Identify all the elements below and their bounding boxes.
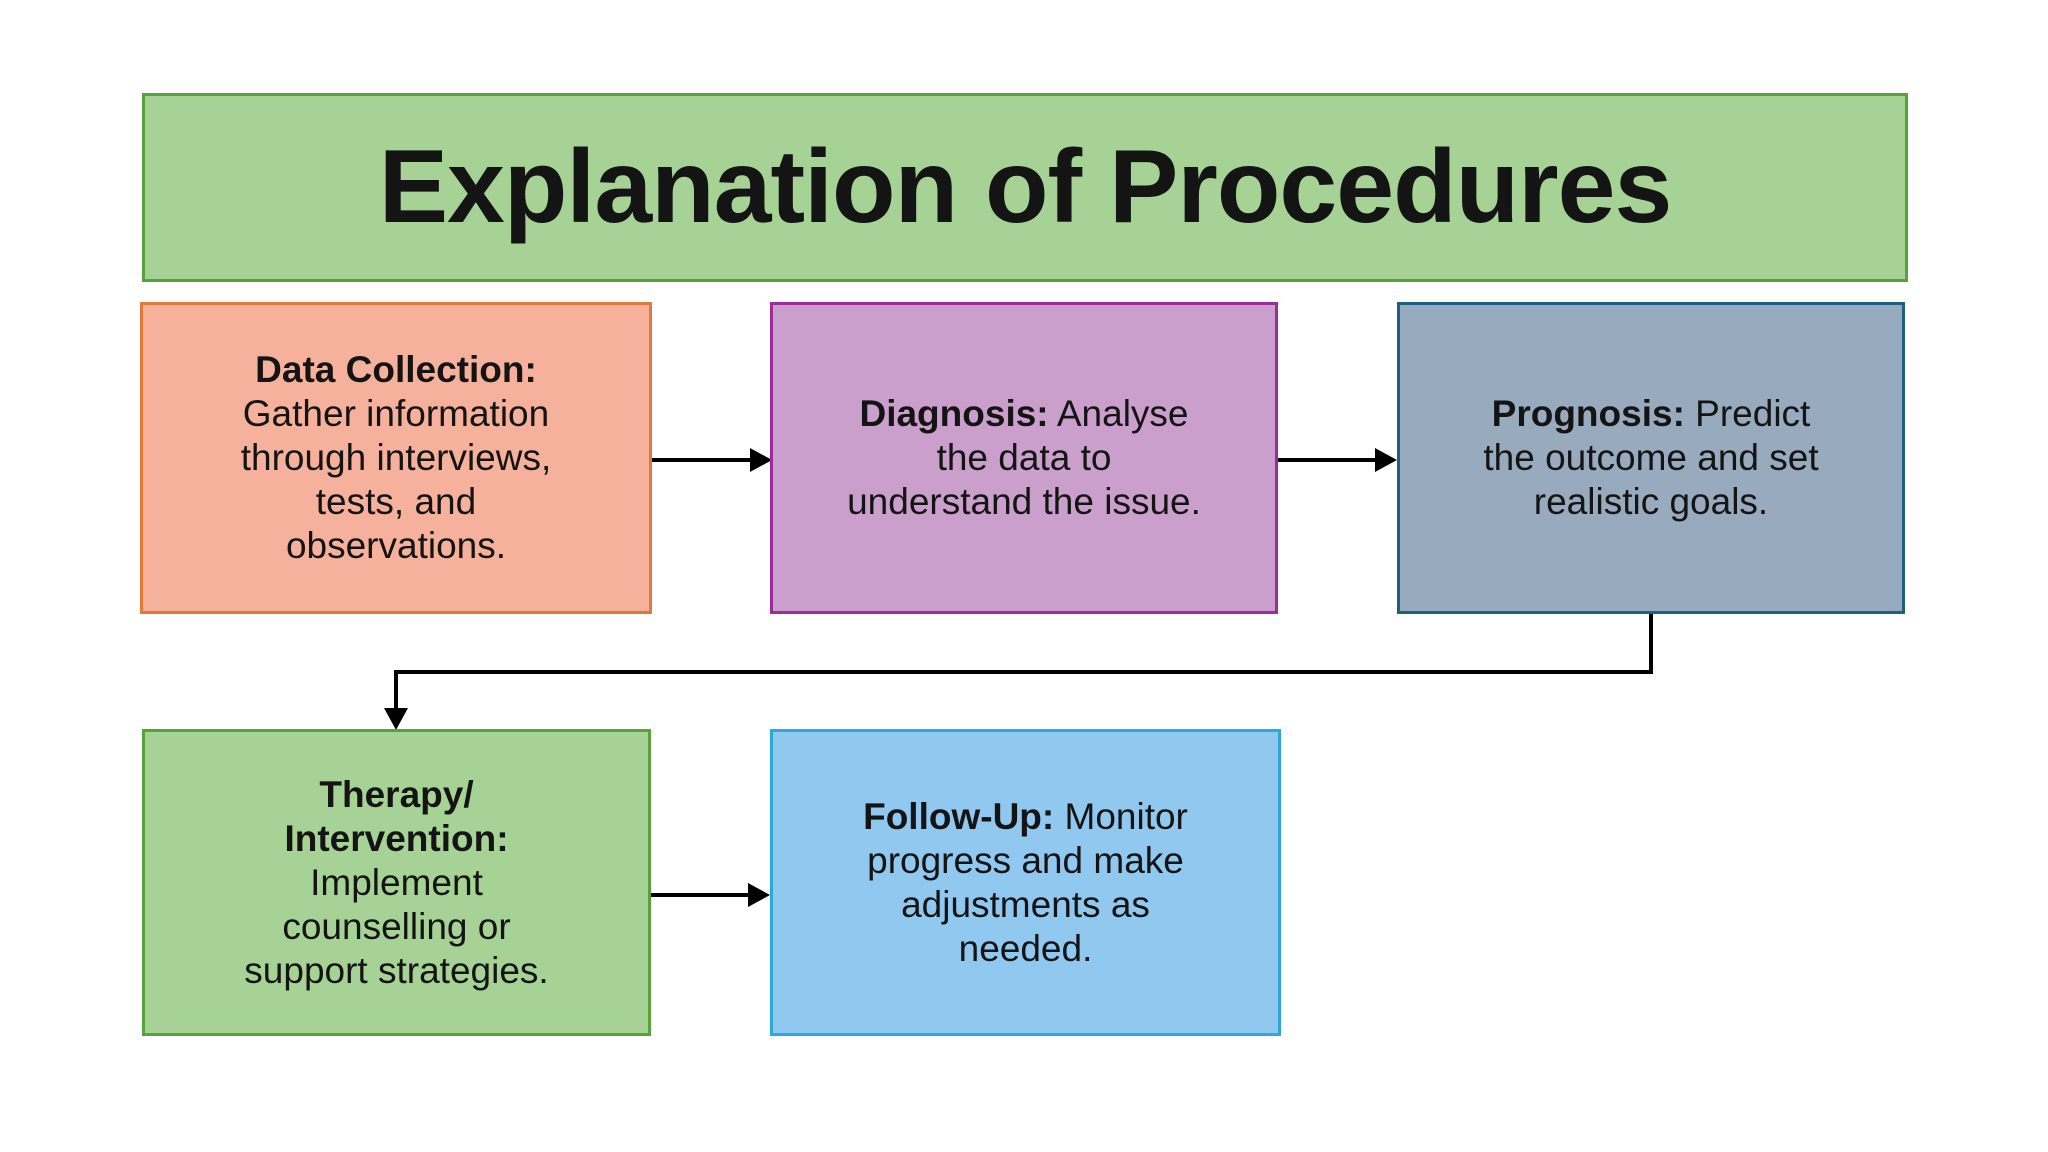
- box-text-line: understand the issue.: [847, 481, 1201, 522]
- box-text-line: Follow-Up: Monitor: [863, 795, 1188, 837]
- box-text-line: Gather information: [242, 393, 550, 434]
- box-text-line: Intervention:: [284, 817, 509, 859]
- box-text-line: Data Collection:: [255, 349, 537, 390]
- box-text-line: realistic goals.: [1533, 481, 1769, 522]
- box-text-line: progress and make: [867, 839, 1184, 881]
- box-text-line: adjustments as: [901, 883, 1150, 925]
- arrow-prognosis-to-therapy: [384, 614, 1653, 730]
- box-text-line: Diagnosis: Analyse: [859, 393, 1189, 434]
- arrow-therapy-to-followup: [651, 883, 770, 907]
- page-title: Explanation of Procedures: [378, 129, 1673, 245]
- title-box: Explanation of Procedures: [142, 93, 1908, 282]
- box-text-line: the data to: [936, 437, 1112, 478]
- arrow-data-to-diagnosis: [652, 448, 772, 472]
- box-text-line: observations.: [285, 525, 507, 566]
- box-text-line: Prognosis: Predict: [1491, 393, 1811, 434]
- box-text-line: through interviews,: [240, 437, 552, 478]
- box-text-line: support strategies.: [244, 949, 549, 991]
- box-text-line: Implement: [310, 861, 483, 903]
- box-text-line: needed.: [958, 927, 1093, 969]
- box-text-line: the outcome and set: [1483, 437, 1819, 478]
- box-text-line: Therapy/: [319, 773, 474, 815]
- arrow-diagnosis-to-prognosis: [1278, 448, 1397, 472]
- box-text-line: tests, and: [315, 481, 477, 522]
- box-text-line: counselling or: [282, 905, 511, 947]
